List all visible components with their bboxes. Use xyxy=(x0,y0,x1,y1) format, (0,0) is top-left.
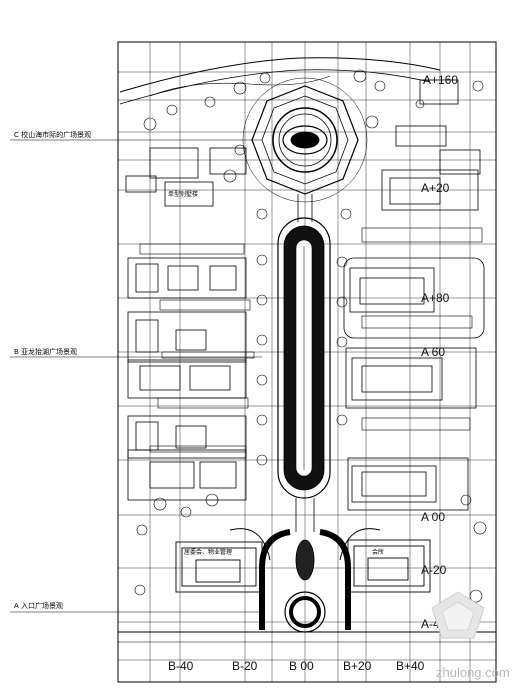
grid-label-a-60: A 60 xyxy=(421,345,446,359)
grid-label-a-00: A 00 xyxy=(421,510,446,524)
left-buildings xyxy=(125,147,247,501)
section-label-b: B 亚龙抬湖广场景观 xyxy=(14,348,78,356)
octagon-plaza xyxy=(242,77,368,203)
trees xyxy=(134,69,487,603)
grid-label-b-plus-40: B+40 xyxy=(396,659,425,673)
building-label-club: 会所 xyxy=(372,549,385,556)
central-elliptical-garden xyxy=(277,217,331,499)
entrance-buildings xyxy=(175,539,431,593)
building-label-property-office: 居委会、物业管理 xyxy=(184,549,233,556)
section-label-a: A 入口广场景观 xyxy=(14,602,64,610)
grid-label-a-plus-160: A+160 xyxy=(423,73,459,87)
grid-label-a-plus-80: A+80 xyxy=(421,291,450,305)
watermark-text: zhulong.com xyxy=(436,665,510,680)
grid-label-b-00: B 00 xyxy=(289,659,314,673)
right-hedges xyxy=(361,227,483,431)
grid-label-b-minus-40: B-40 xyxy=(168,659,194,673)
watermark-logo xyxy=(431,591,485,639)
grid-label-b-plus-20: B+20 xyxy=(343,659,372,673)
drawing-frame xyxy=(117,41,497,683)
grid-label-a-plus-20: A+20 xyxy=(421,181,450,195)
grid-label-a-minus-20: A-20 xyxy=(421,563,447,577)
grid-label-b-minus-20: B-20 xyxy=(232,659,258,673)
building-label-villa: 单型别墅楼 xyxy=(168,191,199,198)
section-label-c: C 校山海市际的广场景观 xyxy=(14,131,92,139)
perimeter-road xyxy=(119,57,441,93)
left-hedges xyxy=(139,243,255,453)
right-buildings xyxy=(343,79,485,511)
